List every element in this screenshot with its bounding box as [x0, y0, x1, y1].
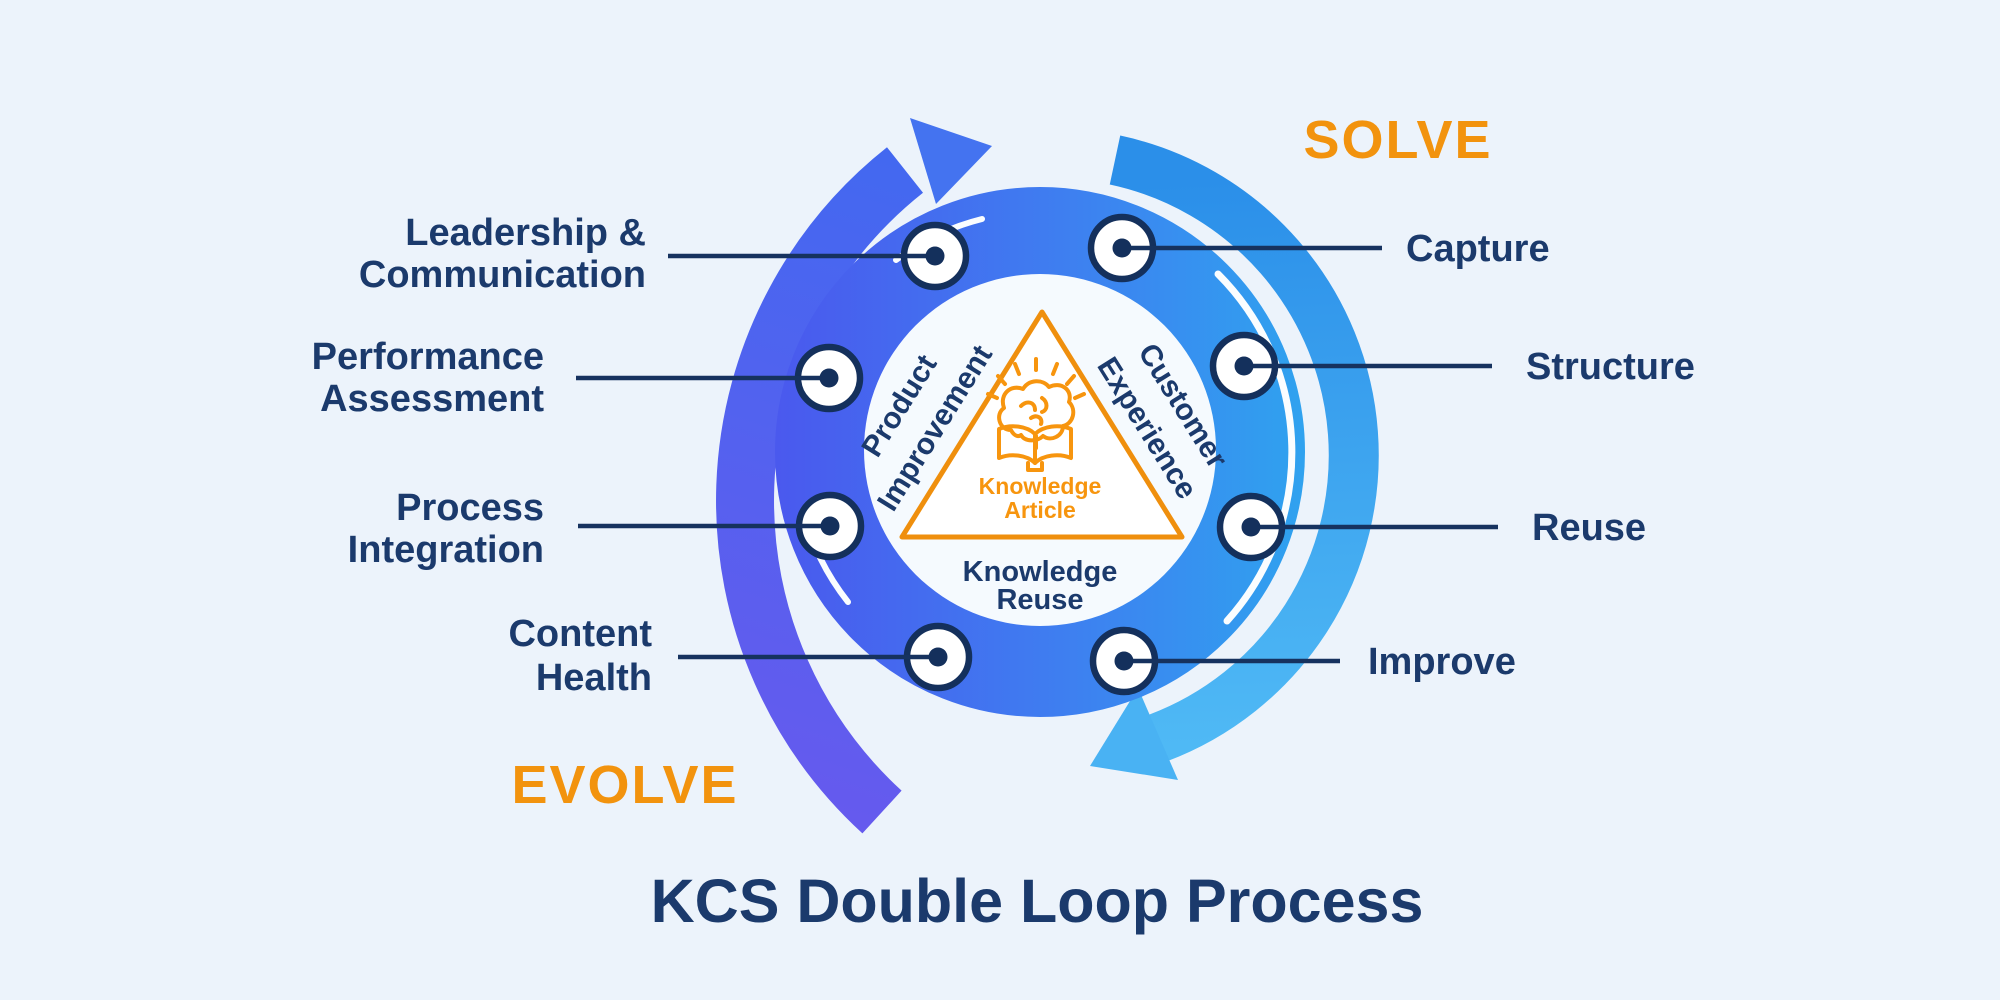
evolve-loop-arrow: [716, 118, 992, 834]
evolve-step-label: Assessment: [320, 378, 544, 420]
ring-highlight-right: [1214, 270, 1296, 625]
evolve-step-label: Communication: [359, 254, 646, 296]
knowledge-article-line2: Article: [1004, 497, 1076, 523]
evolve-step-label: Content: [508, 613, 652, 655]
knowledge-reuse-label: Knowledge Reuse: [963, 556, 1118, 616]
node-performance-assessment: [576, 343, 864, 413]
evolve-arrow-shaft: [716, 147, 924, 834]
solve-heading: SOLVE: [1303, 110, 1492, 170]
evolve-step-label: Integration: [348, 529, 544, 571]
solve-step-label: Reuse: [1532, 507, 1646, 549]
brain-book-icon: [986, 357, 1086, 472]
evolve-heading: EVOLVE: [511, 755, 738, 815]
knowledge-reuse-line2: Reuse: [996, 584, 1083, 616]
node-content-health: [678, 622, 973, 692]
node-reuse: [1216, 492, 1498, 562]
solve-loop-arrow: [1090, 135, 1379, 780]
evolve-step-label: Performance: [312, 336, 544, 378]
solve-step-label: Structure: [1526, 346, 1695, 388]
knowledge-article-label: Knowledge Article: [979, 473, 1102, 523]
node-capture: [1087, 213, 1382, 283]
solve-arrowhead-icon: [1090, 688, 1178, 780]
knowledge-reuse-line1: Knowledge: [963, 556, 1118, 588]
knowledge-article-line1: Knowledge: [979, 473, 1102, 499]
page-title: KCS Double Loop Process: [651, 867, 1424, 935]
node-structure: [1209, 331, 1492, 401]
evolve-step-label: Health: [536, 657, 652, 699]
evolve-arrowhead-icon: [910, 118, 992, 204]
node-improve: [1089, 626, 1340, 696]
process-ring: [775, 187, 1305, 717]
node-leadership-communication: [668, 221, 970, 291]
solve-arrow-shaft: [1109, 135, 1379, 762]
solve-step-label: Capture: [1406, 228, 1550, 270]
node-process-integration: [578, 491, 865, 561]
solve-step-label: Improve: [1368, 641, 1516, 683]
evolve-step-label: Process: [396, 487, 544, 529]
evolve-step-label: Leadership &: [405, 212, 646, 254]
